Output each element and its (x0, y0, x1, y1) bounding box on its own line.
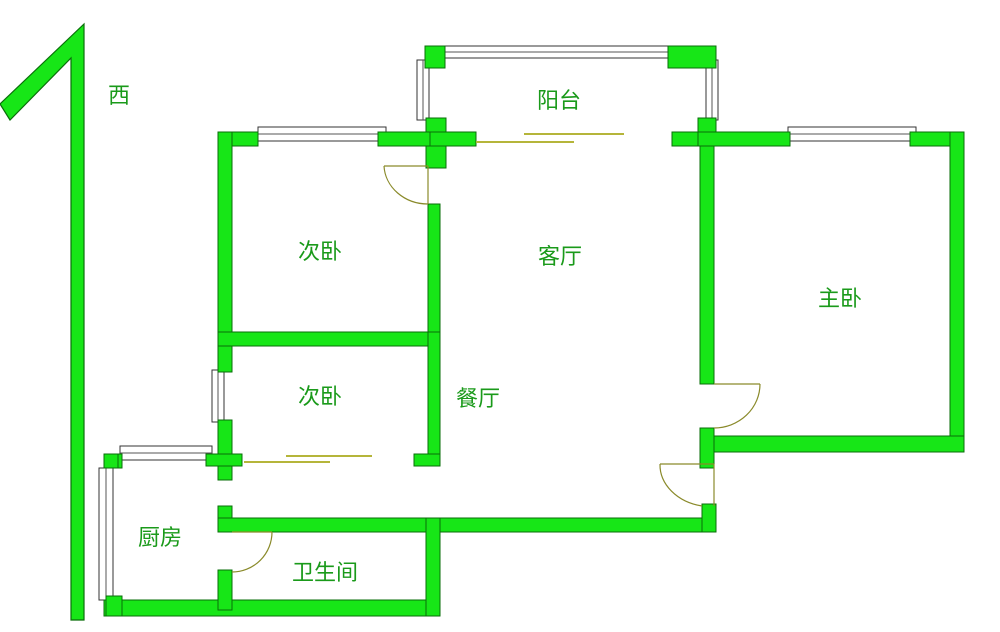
compass-direction-label: 西 (108, 84, 130, 109)
balcony-label: 阳台 (537, 89, 581, 114)
bathroom-label: 卫生间 (292, 561, 358, 586)
walls (103, 45, 965, 617)
dining-room-label: 餐厅 (456, 387, 500, 412)
compass-arrow-icon (0, 22, 85, 621)
kitchen-label: 厨房 (138, 526, 182, 551)
bedroom-secondary-1-label: 次卧 (298, 240, 342, 265)
doors (231, 133, 761, 573)
bedroom-secondary-2-label: 次卧 (298, 385, 342, 410)
living-room-label: 客厅 (538, 245, 582, 270)
master-bedroom-label: 主卧 (818, 287, 862, 312)
